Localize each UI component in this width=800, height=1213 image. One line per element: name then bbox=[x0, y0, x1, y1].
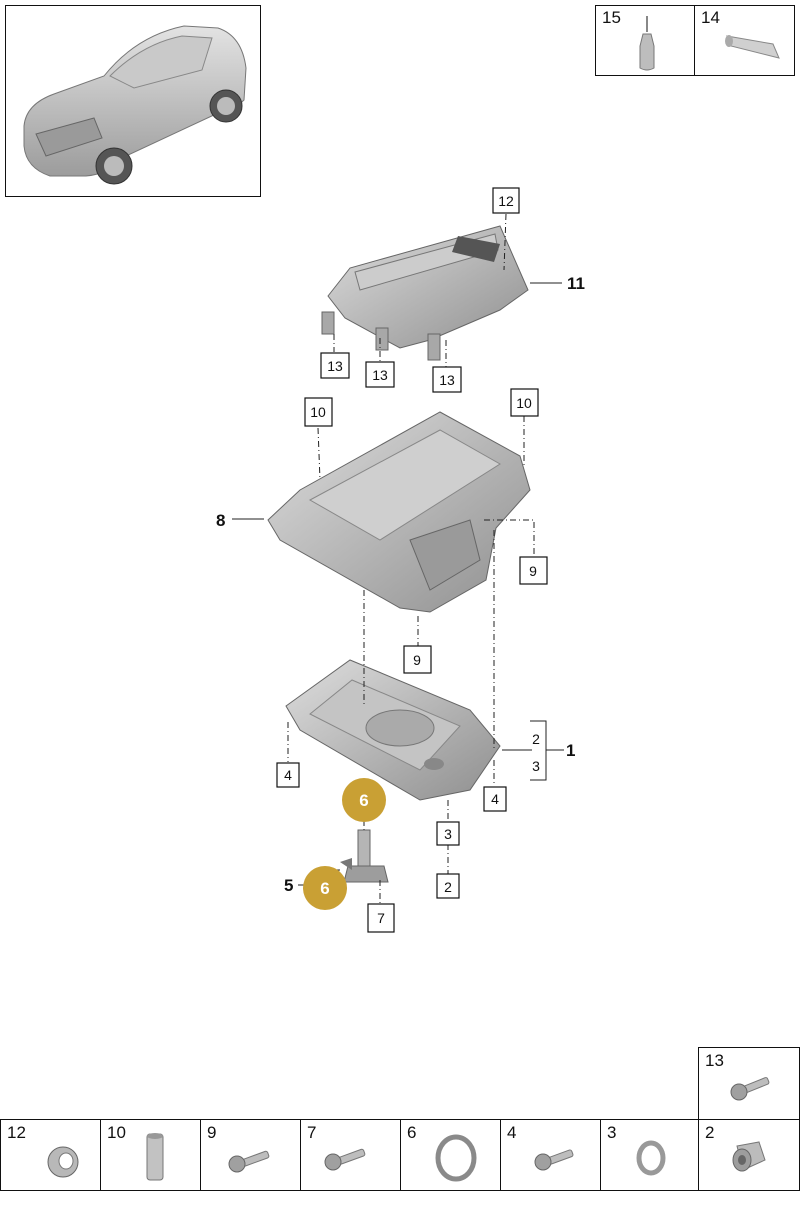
svg-text:10: 10 bbox=[310, 404, 326, 420]
bolt-icon bbox=[730, 1077, 770, 1101]
svg-text:2: 2 bbox=[444, 879, 452, 895]
parts-cell-3: 3 bbox=[600, 1119, 702, 1191]
oil-sensor-part-5 bbox=[340, 829, 389, 883]
label-8: 8 bbox=[216, 511, 225, 530]
callout-10-left: 10 bbox=[304, 397, 333, 427]
cell-number: 3 bbox=[607, 1123, 617, 1142]
callout-9-right: 9 bbox=[519, 556, 548, 585]
parts-cell-10: 10 bbox=[100, 1119, 202, 1191]
parts-cell-7: 7 bbox=[300, 1119, 402, 1191]
tool-box-oil: 15 bbox=[595, 5, 696, 76]
tool-number: 14 bbox=[701, 8, 720, 27]
sealant-tube-icon bbox=[725, 35, 780, 59]
cell-number: 7 bbox=[307, 1123, 317, 1142]
svg-text:4: 4 bbox=[284, 767, 292, 783]
svg-text:9: 9 bbox=[529, 563, 537, 579]
cell-number: 13 bbox=[705, 1051, 724, 1070]
callout-13-left: 13 bbox=[320, 352, 350, 379]
solid-leaders bbox=[232, 282, 564, 886]
highlight-6-lower: 6 bbox=[303, 866, 347, 910]
cell-number: 4 bbox=[507, 1123, 517, 1142]
label-11: 11 bbox=[567, 274, 585, 293]
parts-legend-row: 12 10 9 7 6 4 bbox=[0, 1119, 800, 1191]
callout-12: 12 bbox=[492, 187, 520, 214]
callout-4-right: 4 bbox=[483, 786, 507, 812]
callout-2-bracket: 2 bbox=[532, 731, 540, 747]
callout-10-right: 10 bbox=[510, 388, 539, 417]
parts-cell-2: 2 bbox=[698, 1119, 800, 1191]
cell-number: 12 bbox=[7, 1123, 26, 1142]
oil-bottle-icon bbox=[639, 16, 655, 71]
washer-icon bbox=[636, 1140, 666, 1176]
svg-text:13: 13 bbox=[372, 367, 388, 383]
bolt-icon bbox=[534, 1149, 574, 1171]
tool-box-sealant: 14 bbox=[694, 5, 795, 76]
parts-cell-4: 4 bbox=[500, 1119, 602, 1191]
parts-cell-12: 12 bbox=[0, 1119, 102, 1191]
parts-cell-9: 9 bbox=[200, 1119, 302, 1191]
bolt-icon bbox=[228, 1150, 270, 1173]
svg-text:12: 12 bbox=[498, 193, 514, 209]
callout-13-middle: 13 bbox=[365, 361, 395, 388]
parts-cell-6: 6 bbox=[400, 1119, 502, 1191]
suv-car-icon bbox=[23, 25, 247, 185]
svg-text:13: 13 bbox=[327, 358, 343, 374]
baffle-plate-part-11 bbox=[321, 225, 529, 361]
label-1: 1 bbox=[566, 741, 575, 760]
o-ring-icon bbox=[435, 1134, 477, 1182]
callout-2-center: 2 bbox=[436, 873, 460, 899]
oil-sump-upper-part-8 bbox=[267, 411, 531, 613]
cell-number: 10 bbox=[107, 1123, 126, 1142]
bolt-icon bbox=[324, 1148, 366, 1171]
cell-number: 9 bbox=[207, 1123, 217, 1142]
sleeve-icon bbox=[47, 1146, 79, 1178]
svg-text:6: 6 bbox=[359, 791, 368, 810]
svg-text:10: 10 bbox=[516, 395, 532, 411]
vehicle-thumbnail bbox=[5, 5, 261, 197]
svg-text:7: 7 bbox=[377, 910, 385, 926]
label-5: 5 bbox=[284, 876, 293, 895]
callout-4-left: 4 bbox=[276, 762, 300, 788]
callout-3-center: 3 bbox=[436, 821, 460, 846]
svg-text:6: 6 bbox=[320, 879, 329, 898]
parts-cell-13: 13 bbox=[698, 1047, 800, 1121]
callout-9-center: 9 bbox=[403, 645, 432, 674]
tool-number: 15 bbox=[602, 8, 621, 27]
drain-plug-icon bbox=[732, 1141, 766, 1172]
svg-text:9: 9 bbox=[413, 652, 421, 668]
cell-number: 6 bbox=[407, 1123, 417, 1142]
svg-text:3: 3 bbox=[444, 826, 452, 842]
highlight-6-upper: 6 bbox=[342, 778, 386, 822]
callout-3-bracket: 3 bbox=[532, 758, 540, 774]
oil-pan-part-1 bbox=[285, 659, 501, 801]
callout-13-right: 13 bbox=[432, 366, 462, 393]
callout-7: 7 bbox=[367, 903, 395, 933]
cell-number: 2 bbox=[705, 1123, 715, 1142]
dowel-pin-icon bbox=[146, 1133, 164, 1181]
leader-lines bbox=[287, 213, 535, 904]
svg-text:13: 13 bbox=[439, 372, 455, 388]
svg-text:4: 4 bbox=[491, 791, 499, 807]
